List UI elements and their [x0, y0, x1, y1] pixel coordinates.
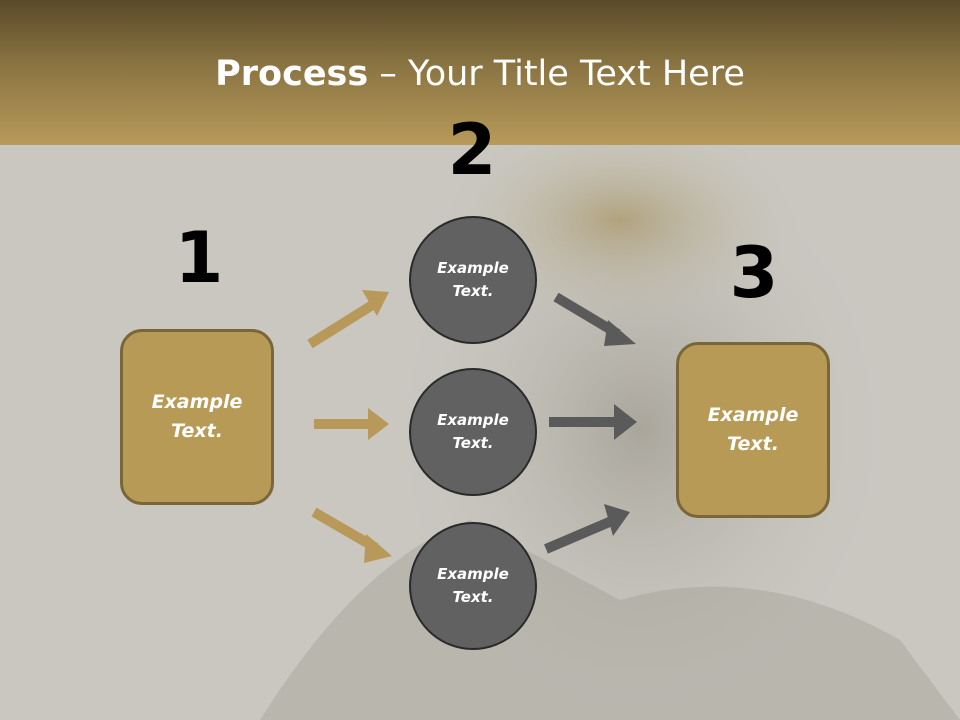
step-number-1: 1 — [174, 217, 224, 299]
circle-top: Example Text. — [409, 216, 537, 344]
circle-bottom-text: Example Text. — [437, 565, 509, 606]
circle-bottom: Example Text. — [409, 522, 537, 650]
arrow-bottom-to-right-icon — [544, 504, 630, 554]
arrow-left-to-top-icon — [307, 290, 389, 349]
circle-middle: Example Text. — [409, 368, 537, 496]
arrow-middle-to-right-icon — [549, 404, 637, 440]
title-bold: Process — [215, 54, 369, 94]
circle-middle-text: Example Text. — [437, 411, 509, 452]
right-box: Example Text. — [676, 342, 830, 518]
title-rest: – Your Title Text Here — [368, 54, 745, 94]
arrow-left-to-middle-icon — [314, 408, 389, 440]
left-box-text: Example Text. — [151, 391, 243, 442]
arrow-left-to-bottom-icon — [311, 507, 392, 563]
circle-top-text: Example Text. — [437, 259, 509, 300]
step-number-2: 2 — [447, 109, 497, 191]
arrow-top-to-right-icon — [553, 292, 636, 346]
right-box-text: Example Text. — [707, 404, 799, 455]
title-banner — [0, 0, 960, 145]
step-number-3: 3 — [729, 232, 779, 314]
slide-title: Process – Your Title Text Here — [0, 52, 960, 96]
left-box: Example Text. — [120, 329, 274, 505]
